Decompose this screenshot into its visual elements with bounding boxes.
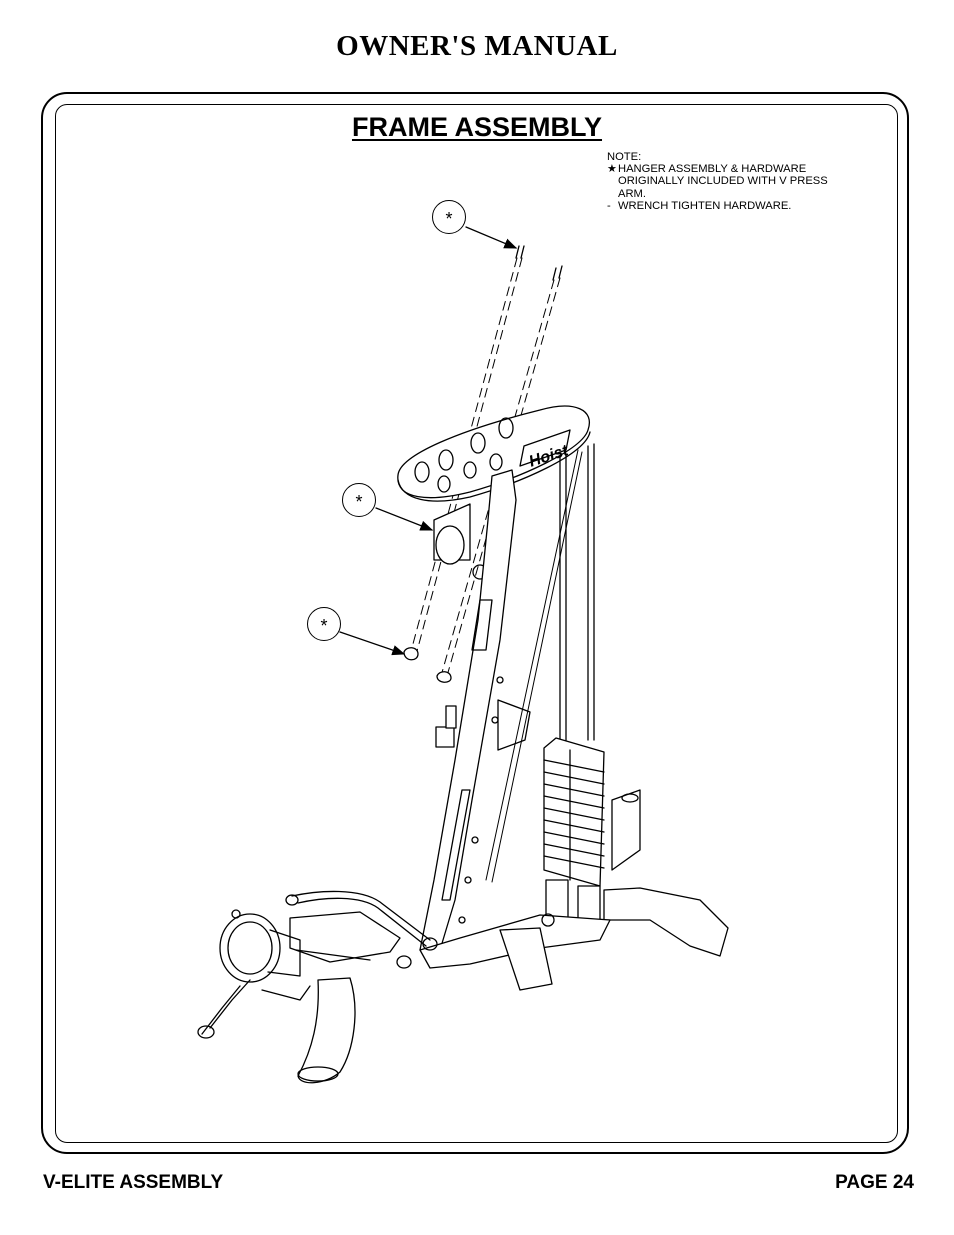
callout-leader-bottom bbox=[339, 631, 406, 656]
guide-rods bbox=[559, 443, 595, 741]
top-plate: Hoist bbox=[397, 405, 591, 502]
callout-leader-top bbox=[465, 226, 518, 249]
star-icon: ★ bbox=[607, 163, 618, 176]
assembly-note: NOTE: ★ HANGER ASSEMBLY & HARDWARE ORIGI… bbox=[607, 151, 867, 212]
end-cap-left bbox=[403, 647, 419, 661]
adjustment-knob bbox=[435, 699, 531, 751]
callout-bottom: * bbox=[307, 607, 341, 641]
callout-middle: * bbox=[342, 483, 376, 517]
note-heading: NOTE: bbox=[607, 151, 642, 163]
note-item1-line1: HANGER ASSEMBLY & HARDWARE bbox=[618, 163, 807, 176]
note-item1-line2: ORIGINALLY INCLUDED WITH V PRESS bbox=[618, 175, 828, 188]
alignment-lines bbox=[409, 257, 561, 677]
seat-bench bbox=[285, 890, 438, 969]
frame-border-outer bbox=[41, 92, 909, 1154]
rear-leg bbox=[603, 789, 729, 957]
callout-top: * bbox=[432, 200, 466, 234]
weight-stack bbox=[543, 737, 605, 923]
dash-mark: - bbox=[607, 199, 611, 212]
cables bbox=[485, 449, 583, 883]
note-item1-line3: ARM. bbox=[618, 187, 646, 200]
hanger-bolts bbox=[515, 245, 563, 281]
end-cap-right bbox=[436, 671, 452, 683]
leg-roller bbox=[197, 909, 311, 1039]
manual-title: OWNER'S MANUAL bbox=[336, 30, 618, 62]
frame-border-inner bbox=[55, 104, 898, 1143]
hanger-pulley bbox=[433, 503, 488, 580]
callout-leader-middle bbox=[375, 507, 434, 531]
note-item2: WRENCH TIGHTEN HARDWARE. bbox=[618, 199, 792, 212]
footer-page-number: PAGE 24 bbox=[835, 1172, 914, 1193]
section-title: FRAME ASSEMBLY bbox=[351, 112, 603, 142]
footer-assembly-name: V-ELITE ASSEMBLY bbox=[43, 1172, 224, 1193]
front-leg bbox=[297, 977, 356, 1084]
base-frame bbox=[419, 913, 611, 991]
